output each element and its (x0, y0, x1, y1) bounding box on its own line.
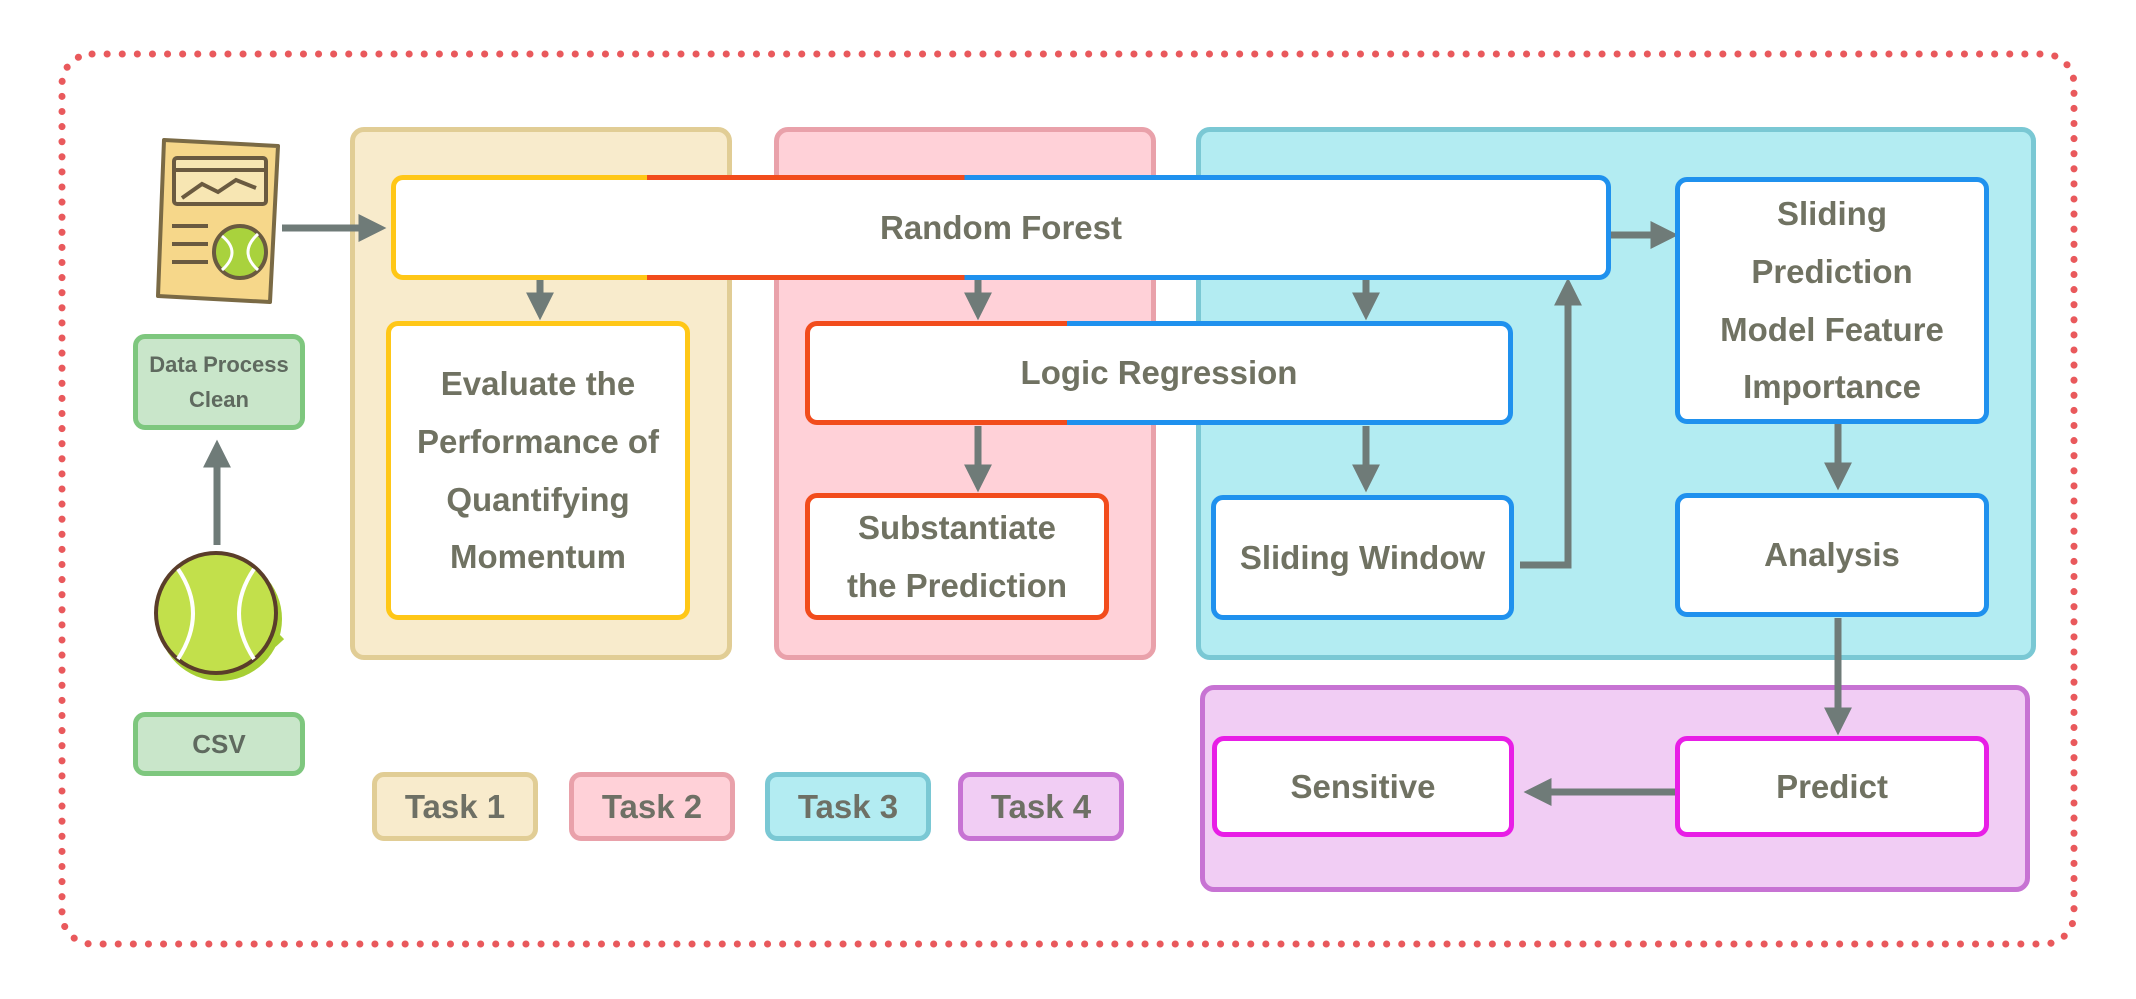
substantiate-prediction-label: Substantiate the Prediction (846, 508, 1068, 604)
csv-label: CSV (192, 728, 246, 759)
legend-task-1-label: Task 1 (404, 787, 506, 825)
logic-regression-node: Logic Regression (805, 321, 1513, 425)
substantiate-prediction-node: Substantiate the Prediction (805, 493, 1109, 620)
document-chart-icon (156, 138, 280, 304)
sliding-window-node: Sliding Window (1211, 495, 1514, 620)
data-process-label: Data Process Clean (149, 351, 289, 412)
legend-task-4: Task 4 (958, 772, 1124, 841)
analysis-label: Analysis (1764, 536, 1900, 574)
legend-task-2-label: Task 2 (601, 787, 703, 825)
predict-node: Predict (1675, 736, 1989, 837)
csv-box: CSV (133, 712, 305, 776)
sensitive-label: Sensitive (1290, 767, 1436, 805)
legend-task-3-label: Task 3 (797, 787, 899, 825)
legend-task-4-label: Task 4 (990, 787, 1092, 825)
sliding-prediction-node: Sliding Prediction Model Feature Importa… (1675, 177, 1989, 424)
tennis-ball-icon (154, 551, 285, 681)
random-forest-node: Random Forest (391, 175, 1611, 280)
sensitive-node: Sensitive (1212, 736, 1514, 837)
sliding-prediction-label: Sliding Prediction Model Feature Importa… (1720, 195, 1944, 406)
random-forest-label: Random Forest (879, 208, 1123, 246)
arrow-sliding-window-to-rf (1520, 277, 1582, 569)
legend-task-2: Task 2 (569, 772, 735, 841)
logic-regression-label: Logic Regression (1020, 354, 1298, 392)
evaluate-momentum-node: Evaluate the Performance of Quantifying … (386, 321, 690, 620)
data-process-box: Data Process Clean (133, 334, 305, 430)
legend-task-1: Task 1 (372, 772, 538, 841)
analysis-node: Analysis (1675, 493, 1989, 617)
evaluate-momentum-label: Evaluate the Performance of Quantifying … (416, 365, 660, 576)
outer-dotted-border (58, 50, 2078, 948)
predict-label: Predict (1776, 767, 1888, 805)
sliding-window-label: Sliding Window (1239, 538, 1486, 576)
legend-task-3: Task 3 (765, 772, 931, 841)
